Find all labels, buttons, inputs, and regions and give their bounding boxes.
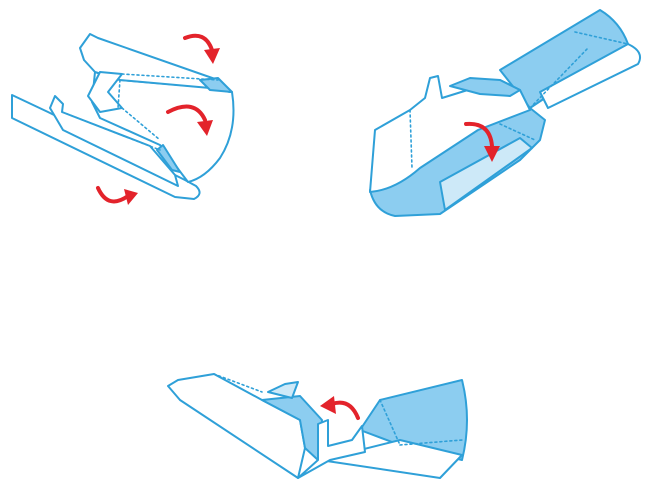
step-1-blue-wedge-top bbox=[199, 77, 233, 93]
step-3-figure bbox=[167, 373, 468, 479]
step-3-fold-line-3 bbox=[399, 439, 463, 446]
step-2-fold-line-4 bbox=[499, 123, 536, 141]
step-2-fold-line-1 bbox=[409, 109, 413, 169]
step-1-fold-line-1 bbox=[121, 73, 219, 81]
step-1-arrow-bottom bbox=[96, 186, 138, 205]
step-3-joint bbox=[297, 419, 366, 479]
step-3-fold-line-1 bbox=[213, 373, 263, 393]
step-1-blue-wedge-bottom bbox=[156, 144, 181, 173]
step-3-fold-line-2 bbox=[379, 399, 401, 446]
step-1-arrow-middle bbox=[166, 104, 213, 136]
step-3-arrow bbox=[320, 396, 360, 420]
step-1-fold-line-3 bbox=[61, 111, 161, 151]
step-1-figure bbox=[11, 33, 235, 205]
step-2-fold-line-2 bbox=[529, 47, 589, 109]
step-3-right-fan bbox=[359, 379, 468, 461]
step-1-fold-line-2 bbox=[121, 107, 161, 141]
step-2-hull bbox=[369, 107, 546, 217]
step-2-figure bbox=[369, 9, 641, 217]
step-2-lower-strip bbox=[539, 43, 641, 109]
step-2-fold-line-3 bbox=[574, 31, 629, 45]
step-2-top-strip bbox=[449, 77, 521, 97]
step-2-arrow bbox=[464, 121, 500, 162]
step-1-fold-line-4 bbox=[117, 79, 121, 109]
step-1-arrow-top bbox=[183, 33, 220, 64]
step-1-body bbox=[91, 71, 235, 183]
step-2-front-wall bbox=[369, 75, 531, 193]
step-3-lower-strip bbox=[319, 439, 463, 479]
step-3-top-tab bbox=[267, 381, 299, 399]
